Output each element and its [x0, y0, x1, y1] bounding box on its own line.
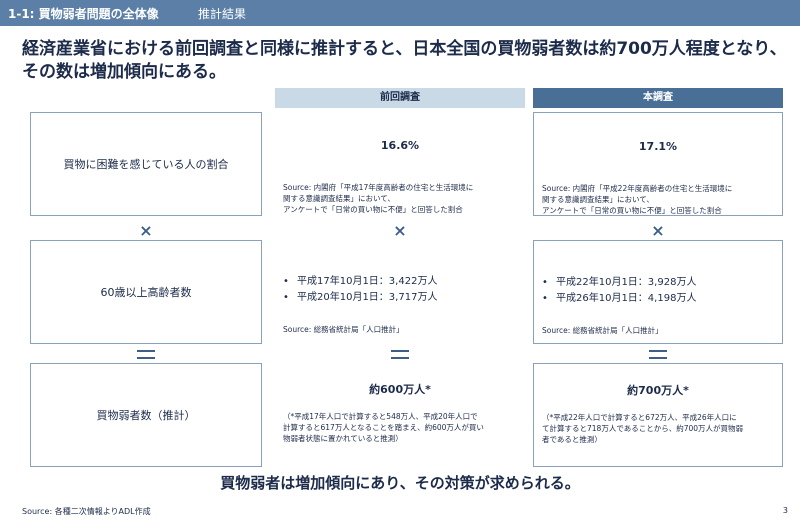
elderly-current-list: 平成22年10月1日：3,928万人 平成26年10月1日：4,198万人 — [542, 275, 696, 307]
multiply-icon: × — [651, 221, 665, 240]
header-bar: 1-1: 買物弱者問題の全体像 推計結果 — [0, 0, 800, 26]
source-line: 関する意識調査結果」において、 — [283, 194, 395, 203]
vulnerable-current-value: 約700万人* — [627, 384, 689, 397]
elderly-previous-list: 平成17年10月1日：3,422万人 平成20年10月1日：3,717万人 — [283, 274, 437, 306]
conclusion: 買物弱者は増加傾向にあり、その対策が求められる。 — [220, 474, 580, 492]
elderly-previous-source: Source: 総務省統計局「人口推計」 — [283, 325, 404, 334]
list-item: 平成22年10月1日：3,928万人 — [542, 275, 696, 291]
vulnerable-previous-note: （*平成17年人口で計算すると548万人、平成20年人口で 計算すると617万人… — [283, 411, 519, 444]
ratio-current-source: Source: 内閣府「平成22年度高齢者の住宅と生活環境に 関する意識調査結果… — [542, 183, 778, 216]
footer-source: Source: 各種二次情報よりADL作成 — [22, 507, 151, 516]
row-label-shopping-vulnerable: 買物弱者数（推計） — [30, 363, 262, 467]
source-line: アンケートで「日常の買い物に不便」と回答した割合 — [283, 205, 463, 214]
note-line: 計算すると617万人となることを踏まえ、約600万人が買い — [283, 423, 484, 432]
page-number: 3 — [782, 506, 788, 515]
headline: 経済産業省における前回調査と同様に推計すると、日本全国の買物弱者数は約700万人… — [22, 39, 787, 82]
row-label-elderly: 60歳以上高齢者数 — [30, 240, 262, 344]
section-title: 1-1: 買物弱者問題の全体像 — [8, 7, 159, 21]
elderly-current-source: Source: 総務省統計局「人口推計」 — [542, 326, 663, 335]
ratio-previous-source: Source: 内閣府「平成17年度高齢者の住宅と生活環境に 関する意識調査結果… — [283, 182, 519, 215]
multiply-icon: × — [139, 221, 153, 240]
vulnerable-current-note: （*平成22年人口で計算すると672万人、平成26年人口に て計算すると718万… — [542, 412, 778, 445]
equals-icon — [391, 350, 409, 359]
source-line: 関する意識調査結果」において、 — [542, 195, 654, 204]
list-item: 平成20年10月1日：3,717万人 — [283, 290, 437, 306]
source-line: Source: 内閣府「平成17年度高齢者の住宅と生活環境に — [283, 183, 474, 192]
equals-icon — [649, 350, 667, 359]
elderly-previous: 平成17年10月1日：3,422万人 平成20年10月1日：3,717万人 So… — [275, 240, 525, 344]
column-header-previous: 前回調査 — [275, 88, 525, 108]
vulnerable-previous: 約600万人* （*平成17年人口で計算すると548万人、平成20年人口で 計算… — [275, 363, 525, 467]
note-line: て計算すると718万人であることから、約700万人が買物弱 — [542, 424, 744, 433]
list-item: 平成17年10月1日：3,422万人 — [283, 274, 437, 290]
vulnerable-previous-value: 約600万人* — [369, 383, 431, 396]
elderly-current: 平成22年10月1日：3,928万人 平成26年10月1日：4,198万人 So… — [533, 240, 783, 344]
column-header-current: 本調査 — [533, 88, 783, 108]
vulnerable-current: 約700万人* （*平成22年人口で計算すると672万人、平成26年人口に て計… — [533, 363, 783, 467]
ratio-current-value: 17.1% — [638, 140, 678, 153]
ratio-current: 17.1% Source: 内閣府「平成22年度高齢者の住宅と生活環境に 関する… — [533, 112, 783, 216]
note-line: 物弱者状態に置かれていると推測） — [283, 434, 403, 443]
source-line: Source: 内閣府「平成22年度高齢者の住宅と生活環境に — [542, 184, 733, 193]
note-line: （*平成17年人口で計算すると548万人、平成20年人口で — [283, 412, 478, 421]
ratio-previous-value: 16.6% — [380, 139, 420, 152]
equals-icon — [137, 350, 155, 359]
note-line: 者であると推測） — [542, 435, 602, 444]
ratio-previous: 16.6% Source: 内閣府「平成17年度高齢者の住宅と生活環境に 関する… — [275, 112, 525, 216]
source-line: アンケートで「日常の買い物に不便」と回答した割合 — [542, 206, 722, 215]
list-item: 平成26年10月1日：4,198万人 — [542, 291, 696, 307]
row-label-ratio: 買物に困難を感じている人の割合 — [30, 112, 262, 216]
section-subtitle: 推計結果 — [198, 7, 247, 21]
note-line: （*平成22年人口で計算すると672万人、平成26年人口に — [542, 413, 737, 422]
multiply-icon: × — [393, 221, 407, 240]
